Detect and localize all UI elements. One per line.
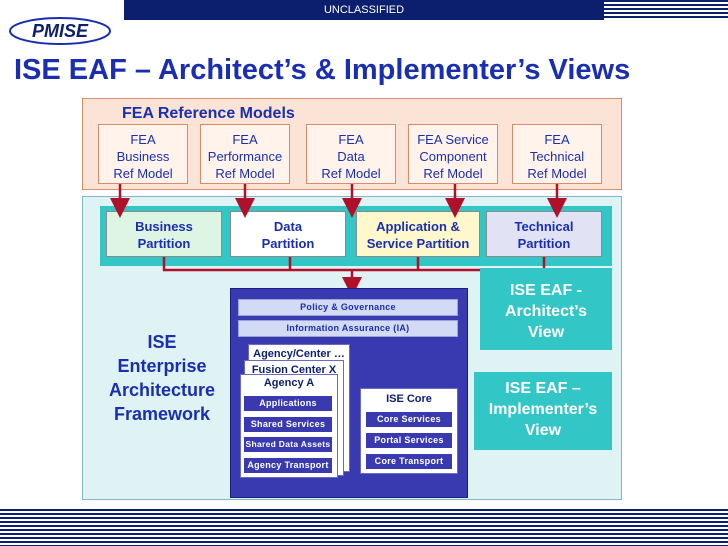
fea-box-line: FEA <box>338 132 364 147</box>
fea-box-line: FEA Service <box>417 132 489 147</box>
fea-box-line: Ref Model <box>423 166 483 181</box>
fea-box-line: Performance <box>207 149 283 164</box>
footer-banner <box>0 509 728 546</box>
fea-box-line: Ref Model <box>527 166 587 181</box>
fusion-center-title: Fusion Center X <box>251 364 337 376</box>
core-service-item: Core Services <box>366 412 452 427</box>
page-title: ISE EAF – Architect’s & Implementer’s Vi… <box>14 54 631 86</box>
fea-data-ref-model: FEA Data Ref Model <box>306 124 396 184</box>
fea-box-line: FEA <box>130 132 156 147</box>
view-line: Architect’s <box>504 303 588 320</box>
framework-line: Enterprise <box>117 356 207 376</box>
partition-line: Application & <box>376 219 460 234</box>
agency-service-item: Shared Data Assets <box>244 437 332 452</box>
fea-box-line: Data <box>337 149 365 164</box>
agency-a-title: Agency A <box>263 377 315 389</box>
logo-text: PMISE <box>32 21 89 41</box>
framework-line: Framework <box>113 404 211 424</box>
core-service-item: Core Transport <box>366 454 452 469</box>
view-line: ISE EAF – <box>505 380 581 397</box>
fea-box-line: Ref Model <box>321 166 381 181</box>
information-assurance-strip: Information Assurance (IA) <box>238 320 458 337</box>
view-line: Implementer’s <box>488 401 598 418</box>
fea-box-line: FEA <box>544 132 570 147</box>
fea-box-line: Ref Model <box>113 166 173 181</box>
fea-reference-label: FEA Reference Models <box>122 105 295 122</box>
partition-line: Partition <box>261 236 315 251</box>
view-line: View <box>524 422 562 439</box>
view-line: View <box>527 324 565 341</box>
fea-box-line: Technical <box>529 149 585 164</box>
technical-partition: Technical Partition <box>486 211 602 257</box>
partition-line: Technical <box>514 219 574 234</box>
data-partition: Data Partition <box>230 211 346 257</box>
fea-box-line: Business <box>116 149 170 164</box>
agency-service-item: Shared Services <box>244 417 332 432</box>
architect-view-label: ISE EAF - Architect’s View <box>480 268 612 350</box>
ise-core-title: ISE Core <box>386 393 432 405</box>
view-line: ISE EAF - <box>509 282 582 299</box>
fea-box-line: Component <box>419 149 487 164</box>
classification-label: UNCLASSIFIED <box>124 0 604 20</box>
framework-line: Architecture <box>108 380 216 400</box>
partition-line: Partition <box>137 236 191 251</box>
partition-line: Service Partition <box>366 236 470 251</box>
fea-box-line: Ref Model <box>215 166 275 181</box>
partition-line: Business <box>135 219 193 234</box>
fea-performance-ref-model: FEA Performance Ref Model <box>200 124 290 184</box>
agency-service-item: Agency Transport <box>244 458 332 473</box>
ise-framework-label: ISE Enterprise Architecture Framework <box>96 330 228 430</box>
policy-governance-strip: Policy & Governance <box>238 299 458 316</box>
partition-line: Partition <box>517 236 571 251</box>
partition-join-line <box>162 257 546 272</box>
fea-service-component-ref-model: FEA Service Component Ref Model <box>408 124 498 184</box>
fea-business-ref-model: FEA Business Ref Model <box>98 124 188 184</box>
implementer-view-label: ISE EAF – Implementer’s View <box>474 372 612 450</box>
partition-line: Data <box>273 219 303 234</box>
application-service-partition: Application & Service Partition <box>356 211 480 257</box>
fea-box-line: FEA <box>232 132 258 147</box>
fea-technical-ref-model: FEA Technical Ref Model <box>512 124 602 184</box>
framework-line: ISE <box>147 332 177 352</box>
agency-center-title: Agency/Center … <box>253 348 345 360</box>
core-service-item: Portal Services <box>366 433 452 448</box>
logo-graphic: PMISE <box>9 17 111 45</box>
pmise-logo: PMISE <box>8 14 112 48</box>
business-partition: Business Partition <box>106 211 222 257</box>
agency-service-item: Applications <box>244 396 332 411</box>
